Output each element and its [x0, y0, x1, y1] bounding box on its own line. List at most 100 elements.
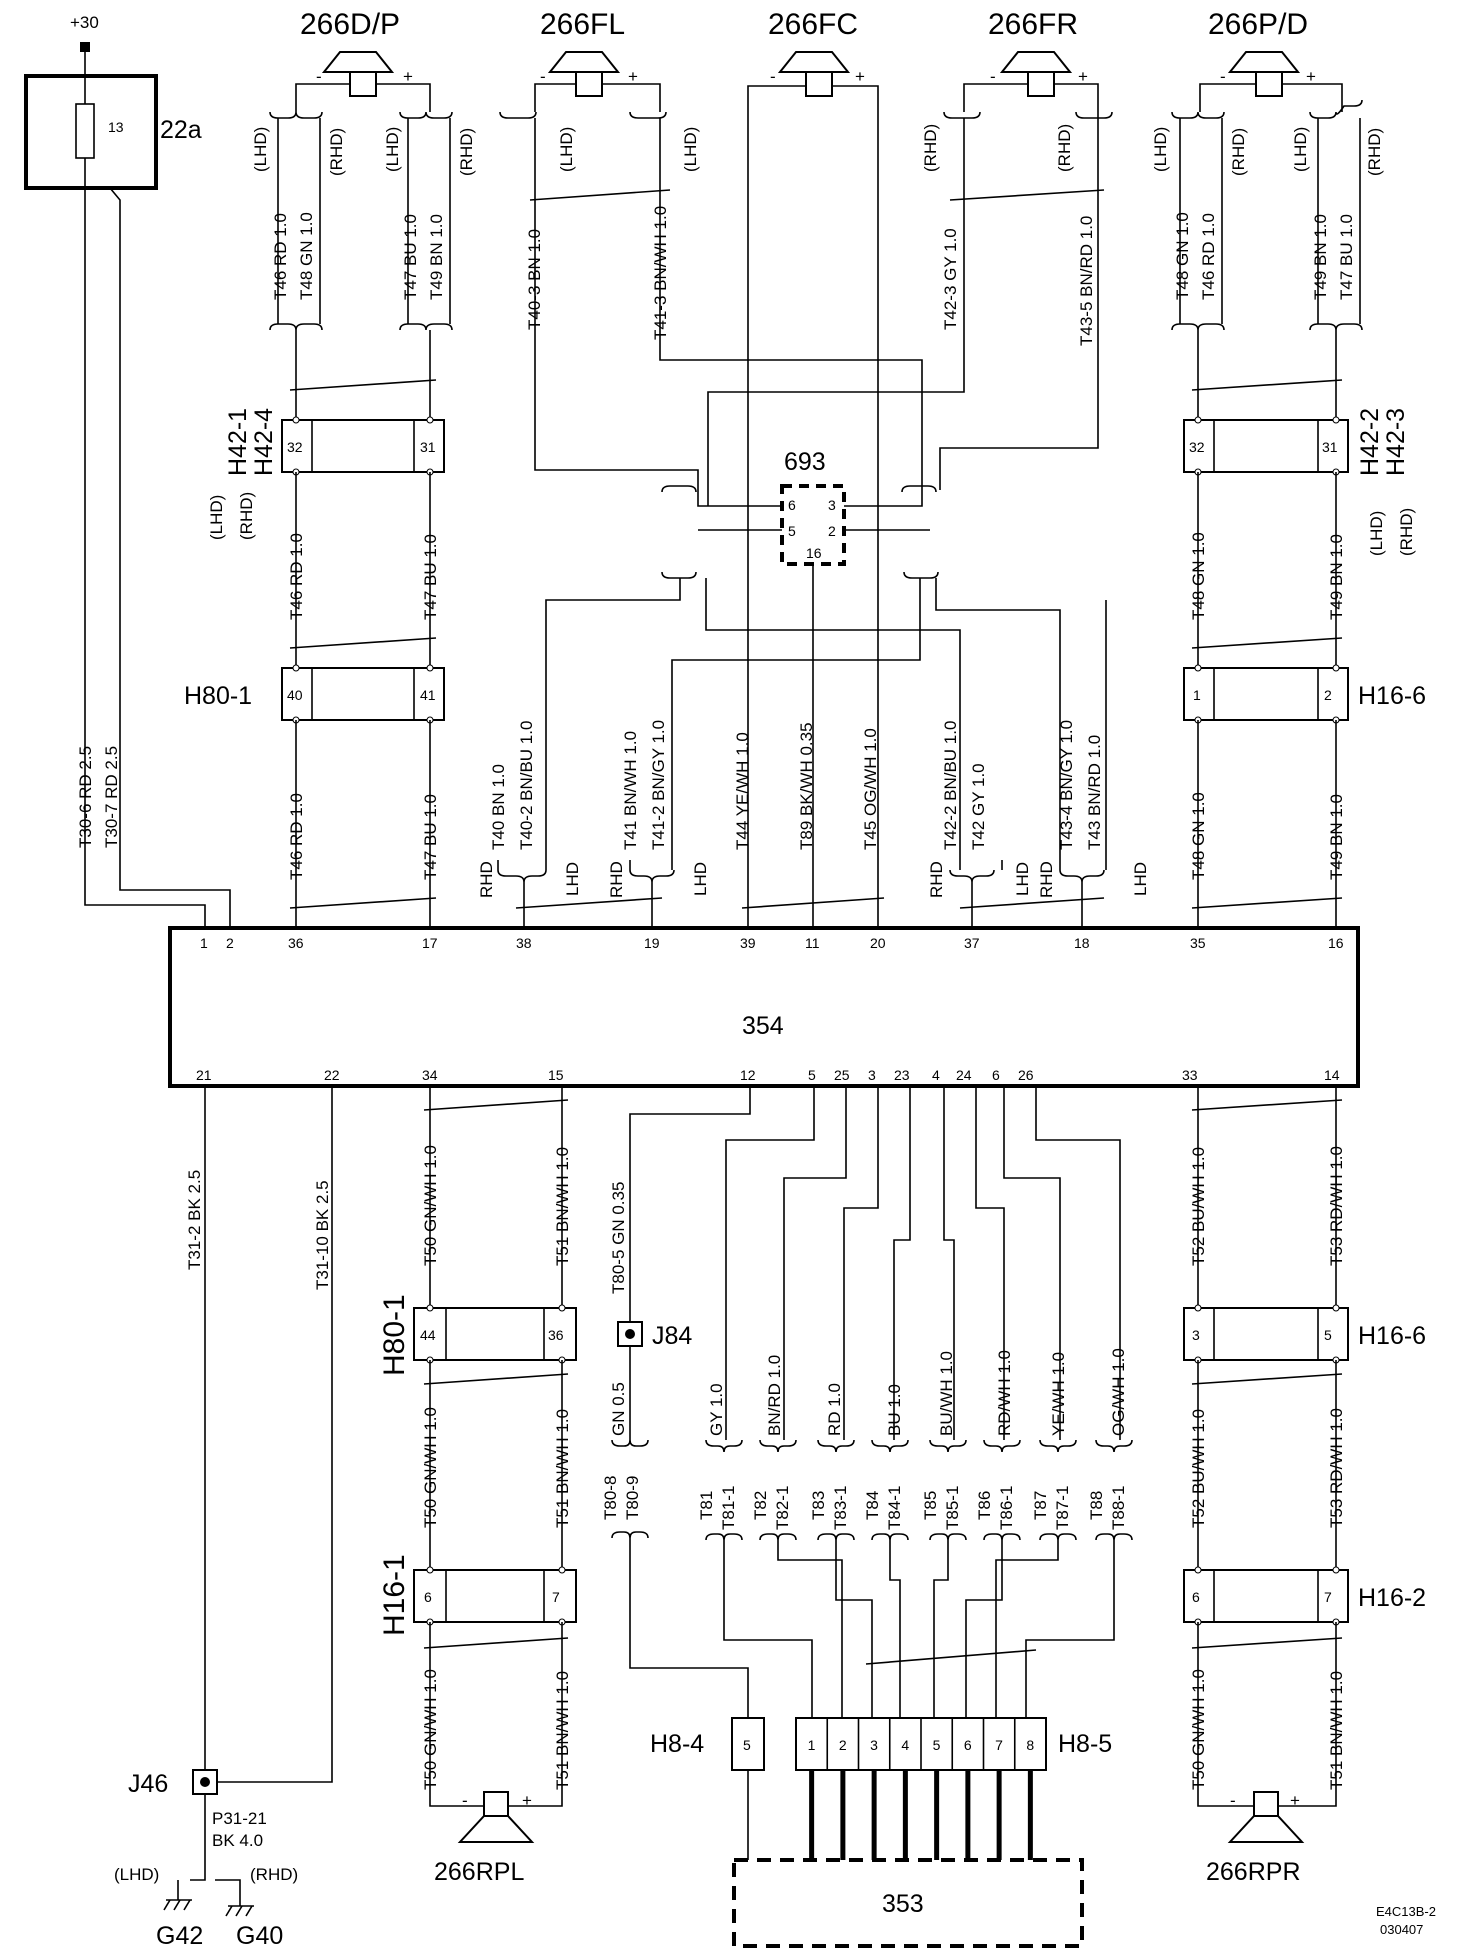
svg-text:T83: T83 — [809, 1491, 828, 1520]
speaker-icon — [777, 51, 851, 73]
svg-text:3: 3 — [1192, 1327, 1200, 1343]
connector-h42-right: 32 31 H42-2 H42-3 (LHD) (RHD) — [1183, 408, 1416, 556]
svg-text:16: 16 — [806, 545, 822, 561]
svg-text:T48 GN 1.0: T48 GN 1.0 — [297, 212, 316, 300]
svg-text:36: 36 — [548, 1327, 564, 1343]
svg-text:T53 RD/WH 1.0: T53 RD/WH 1.0 — [1327, 1408, 1346, 1528]
svg-text:T49 BN 1.0: T49 BN 1.0 — [1327, 794, 1346, 880]
diagram-code: E4C13B-2 — [1376, 1904, 1436, 1919]
svg-text:(LHD): (LHD) — [251, 127, 270, 172]
h8-5-pin-2: 2 — [839, 1737, 847, 1753]
svg-text:(LHD): (LHD) — [207, 495, 226, 540]
svg-text:6: 6 — [992, 1067, 1000, 1083]
top-feed-wires — [289, 118, 1343, 490]
svg-text:T52 BU/WH 1.0: T52 BU/WH 1.0 — [1189, 1147, 1208, 1266]
svg-text:19: 19 — [644, 935, 660, 951]
connector-h80-1-upper: 40 41 H80-1 — [184, 664, 445, 724]
svg-text:32: 32 — [287, 439, 303, 455]
svg-text:(RHD): (RHD) — [237, 492, 256, 540]
h16-1-label: H16-1 — [378, 1554, 411, 1636]
svg-text:+: + — [522, 1791, 532, 1810]
svg-text:T50 GN/WH 1.0: T50 GN/WH 1.0 — [421, 1669, 440, 1790]
svg-text:T50 GN/WH 1.0: T50 GN/WH 1.0 — [1189, 1669, 1208, 1790]
supply-terminal-icon — [80, 42, 90, 52]
svg-text:35: 35 — [1190, 935, 1206, 951]
fuse-box-frame — [24, 74, 158, 190]
svg-text:BK 4.0: BK 4.0 — [212, 1831, 263, 1850]
svg-text:(LHD): (LHD) — [681, 127, 700, 172]
svg-text:41: 41 — [420, 687, 436, 703]
svg-text:T49 BN 1.0: T49 BN 1.0 — [1327, 534, 1346, 620]
svg-text:T47 BU 1.0: T47 BU 1.0 — [401, 214, 420, 300]
svg-text:31: 31 — [1322, 439, 1338, 455]
svg-text:+: + — [855, 67, 865, 86]
amplifier-353-box — [732, 1858, 1084, 1948]
main-unit-box — [168, 926, 1360, 1088]
top-variant-labels: (LHD) (RHD) (LHD) (RHD) (LHD) (LHD) (RHD… — [251, 124, 1384, 176]
svg-text:LHD: LHD — [691, 862, 710, 896]
ground-g42-label: G42 — [156, 1922, 203, 1950]
top-pin-labels: 1 2 36 17 38 19 39 11 20 37 18 35 16 — [200, 935, 1344, 951]
svg-text:P31-21: P31-21 — [212, 1809, 267, 1828]
h8-4-label: H8-4 — [650, 1730, 704, 1758]
module-693-box — [780, 484, 846, 566]
svg-text:T88-1: T88-1 — [1109, 1486, 1128, 1530]
fuse-number: 13 — [108, 119, 124, 135]
svg-text:39: 39 — [740, 935, 756, 951]
bottom-pin-labels: 21 22 34 15 12 5 25 3 23 4 24 6 26 33 14 — [196, 1067, 1340, 1083]
svg-text:2: 2 — [828, 523, 836, 539]
ground-switch: (LHD) (RHD) G42 G40 — [114, 1808, 298, 1950]
svg-text:T46 RD 1.0: T46 RD 1.0 — [287, 793, 306, 880]
ground-wires: T31-2 BK 2.5 T31-10 BK 2.5 — [185, 1086, 333, 1808]
splice-j46: J46 P31-21 BK 4.0 — [128, 1769, 267, 1850]
ground-g40-label: G40 — [236, 1922, 283, 1950]
h42-4-label: H42-4 — [250, 408, 278, 476]
svg-text:6: 6 — [424, 1589, 432, 1605]
svg-text:37: 37 — [964, 935, 980, 951]
speaker-266fc: 266FC - + — [747, 8, 879, 940]
h42-2-label: H42-2 — [1356, 408, 1384, 476]
h8-5-pin-6: 6 — [964, 1737, 972, 1753]
rpl-wires-2: T50 GN/WH 1.0 T51 BN/WH 1.0 — [421, 1360, 572, 1570]
rpr-wires-2: T52 BU/WH 1.0 T53 RD/WH 1.0 — [1189, 1360, 1346, 1570]
svg-text:4: 4 — [932, 1067, 940, 1083]
speaker-icon — [321, 51, 395, 73]
h8-5-pin-7: 7 — [995, 1737, 1003, 1753]
speaker-label: 266FR — [988, 8, 1078, 41]
amplifier-353: 353 — [732, 1858, 1084, 1948]
svg-text:(RHD): (RHD) — [1365, 128, 1384, 176]
svg-text:T87: T87 — [1031, 1491, 1050, 1520]
svg-text:2: 2 — [1324, 687, 1332, 703]
speaker-label: 266FC — [768, 8, 858, 41]
wire-t30-6: T30-6 RD 2.5 — [76, 746, 95, 848]
svg-text:T44 YE/WH 1.0: T44 YE/WH 1.0 — [733, 732, 752, 850]
h8-5-pin-1: 1 — [808, 1737, 816, 1753]
supply-label: +30 — [70, 13, 99, 32]
speaker-icon — [999, 51, 1073, 73]
svg-text:T40 BN 1.0: T40 BN 1.0 — [489, 764, 508, 850]
svg-text:32: 32 — [1189, 439, 1205, 455]
rpr-wires-3: T50 GN/WH 1.0 T51 BN/WH 1.0 — [1189, 1622, 1346, 1807]
svg-text:LHD: LHD — [1013, 862, 1032, 896]
speaker-icon — [1227, 51, 1301, 73]
svg-text:T86: T86 — [975, 1491, 994, 1520]
svg-text:T85-1: T85-1 — [943, 1486, 962, 1530]
svg-text:T46 RD 1.0: T46 RD 1.0 — [287, 533, 306, 620]
svg-text:17: 17 — [422, 935, 438, 951]
speaker-rpr-label: 266RPR — [1206, 1858, 1301, 1886]
svg-text:5: 5 — [788, 523, 796, 539]
svg-text:24: 24 — [956, 1067, 972, 1083]
svg-text:T82-1: T82-1 — [773, 1486, 792, 1530]
svg-text:T42 GY 1.0: T42 GY 1.0 — [969, 763, 988, 850]
svg-text:18: 18 — [1074, 935, 1090, 951]
speaker-266rpl: - + 266RPL — [434, 1791, 535, 1886]
svg-text:-: - — [770, 67, 776, 86]
svg-text:T42-3 GY 1.0: T42-3 GY 1.0 — [941, 228, 960, 330]
svg-text:T49 BN 1.0: T49 BN 1.0 — [1311, 214, 1330, 300]
connector-h80-1-lower: 44 36 H80-1 — [378, 1294, 577, 1376]
svg-text:6: 6 — [788, 497, 796, 513]
fuse-icon — [75, 103, 95, 159]
h16-2-label: H16-2 — [1358, 1584, 1426, 1612]
